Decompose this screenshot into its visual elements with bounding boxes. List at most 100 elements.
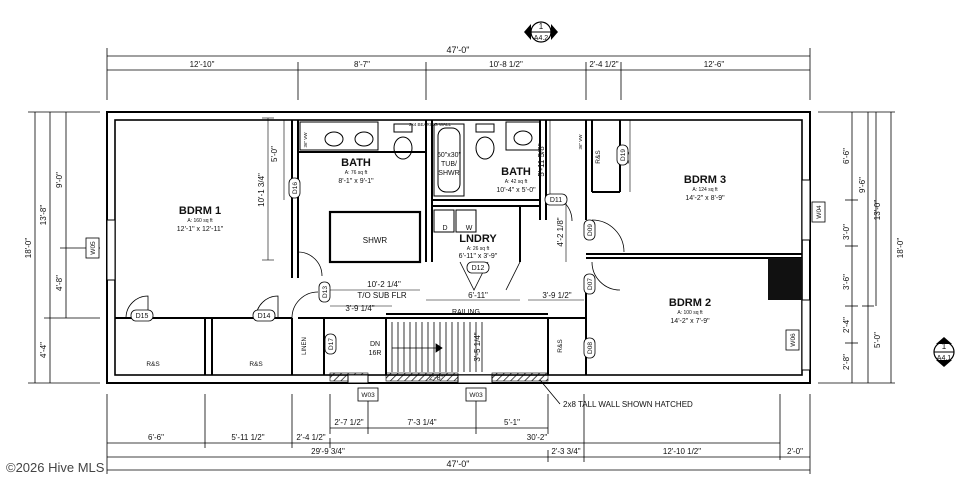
bath1-fixtures	[299, 121, 422, 264]
dim-bottom-row3: 2'-0"	[787, 447, 803, 456]
dim-right-mid: 9'-6"	[858, 177, 867, 193]
stair-down-label: DN	[370, 341, 380, 348]
dim-top-seg: 10'-8 1/2"	[489, 60, 523, 69]
door-tag: D13	[318, 281, 331, 303]
dim-left-mid: 4'-4"	[39, 342, 48, 358]
dim-right-inner: 2'-4"	[842, 317, 851, 333]
window-tag: W04	[811, 201, 826, 223]
stair-risers-label: 16R	[369, 350, 382, 357]
callout-text: 2x8 TALL WALL SHOWN HATCHED	[563, 400, 693, 409]
watermark: ©2026 Hive MLS	[6, 460, 105, 475]
dim-hall-horizontal: 10'-2 1/4"	[367, 280, 401, 289]
svg-text:D15: D15	[136, 313, 149, 320]
room-lndry: LNDRY A: 26 sq ft 6'-11" x 3'-9"	[459, 233, 498, 260]
svg-text:D17: D17	[328, 338, 335, 350]
room-name: LNDRY	[459, 233, 497, 245]
dim-bottom-row2: 30'-2"	[527, 433, 548, 442]
room-bdrm2: BDRM 2 A: 100 sq ft 14'-2" x 7'-9"	[669, 297, 711, 325]
door-tag: D12	[466, 261, 490, 274]
dim-bottom-overall: 47'-0"	[447, 459, 470, 469]
dimension-bottom	[106, 394, 811, 474]
dim-right-inner: 2'-8"	[842, 354, 851, 370]
dim-bdrm1-vertical: 10'-1 3/4"	[257, 173, 266, 207]
svg-text:D14: D14	[258, 313, 271, 320]
dim-closet-vertical: 5'-11 5/8"	[537, 143, 546, 176]
room-size: 14'-2" x 8'-9"	[685, 195, 725, 202]
svg-text:W04: W04	[816, 205, 823, 219]
svg-text:D12: D12	[472, 265, 485, 272]
room-size: 6'-11" x 3'-9"	[459, 253, 498, 260]
staircase	[391, 322, 483, 372]
tub-label-3: SHWR	[438, 170, 459, 177]
dim-stair-vertical: 3'-5 1/4"	[473, 332, 482, 361]
door-tag: D17	[324, 333, 337, 355]
door-tag: D08	[583, 337, 596, 359]
rs-label: R&S	[146, 361, 160, 368]
dim-bottom-row3: 12'-10 1/2"	[663, 447, 701, 456]
vanity-label: 36" VW	[303, 132, 308, 148]
door-tag: D07	[583, 273, 596, 295]
svg-text:W03: W03	[469, 392, 483, 399]
room-name: BDRM 2	[669, 297, 711, 309]
rs-label: R&S	[249, 361, 263, 368]
door-tag: D11	[544, 193, 568, 206]
svg-text:D13: D13	[322, 286, 329, 298]
room-area: A: 76 sq ft	[345, 170, 368, 176]
room-name: BATH	[341, 157, 371, 169]
dim-stair-horizontal: 3'-9 1/4"	[345, 304, 374, 313]
room-area: A: 124 sq ft	[692, 187, 718, 193]
window-tag: W05	[85, 237, 100, 259]
svg-text:D16: D16	[292, 182, 299, 194]
room-name: BDRM 3	[684, 174, 726, 186]
room-bath1: BATH A: 76 sq ft 8'-1" x 9'-1"	[338, 157, 374, 185]
window-tags: W05 W04 W06 W03 W03	[85, 201, 826, 402]
dim-right-mid: 5'-0"	[873, 332, 882, 348]
door-tags: D15 D14 D16 D13 D17 D12 D11 D09	[130, 144, 629, 359]
dim-bottom-row2: 2'-4 1/2"	[296, 433, 325, 442]
dim-bottom-row1: 2'-7 1/2"	[334, 418, 363, 427]
door-tag: D19	[616, 144, 629, 166]
section-right-sheet: A4.1	[937, 355, 952, 362]
dim-top-overall: 47'-0"	[447, 45, 470, 55]
dim-bottom-row1: 7'-3 1/4"	[407, 418, 436, 427]
dim-left-inner: 9'-0"	[55, 172, 64, 188]
room-area: A: 26 sq ft	[467, 246, 490, 252]
dim-bottom-row2: 5'-11 1/2"	[231, 433, 264, 442]
door-tag: D09	[583, 219, 596, 241]
dim-laundry-horizontal: 6'-11"	[468, 291, 488, 300]
dim-hall-vertical: 4'-2 1/8"	[556, 217, 565, 246]
tub-label-2: TUB/	[441, 161, 457, 168]
svg-text:D08: D08	[587, 342, 594, 354]
dim-bottom-row3: 29'-9 3/4"	[311, 447, 345, 456]
dim-right-inner: 3'-6"	[842, 274, 851, 290]
dim-top-seg: 12'-6"	[704, 60, 725, 69]
room-size: 10'-4" x 5'-0"	[496, 187, 536, 194]
room-bdrm3: BDRM 3 A: 124 sq ft 14'-2" x 8'-9"	[684, 174, 726, 202]
shower-label: SHWR	[363, 236, 388, 245]
hatched-wall-callout: 2x8 TALL WALL SHOWN HATCHED	[539, 379, 693, 409]
svg-text:W05: W05	[90, 241, 97, 255]
bearing-wall-label: 2x4 BEARING WALL	[409, 122, 452, 127]
section-top-sheet: A4.2	[534, 35, 549, 42]
svg-text:D19: D19	[620, 149, 627, 161]
dim-closet-horizontal: 3'-9 1/2"	[542, 291, 571, 300]
dim-bottom-row2: 6'-6"	[148, 433, 164, 442]
room-area: A: 160 sq ft	[187, 218, 213, 224]
room-size: 12'-1" x 12'-11"	[177, 226, 224, 233]
windows	[106, 179, 811, 384]
dim-bath-vertical: 5'-0"	[270, 146, 279, 162]
room-area: A: 42 sq ft	[505, 179, 528, 185]
section-right-number: 1	[942, 342, 947, 351]
linen-label: LINEN	[302, 337, 308, 355]
railing-label: RAILING	[452, 309, 480, 316]
section-top-number: 1	[539, 22, 544, 31]
section-marker-top: 1 A4.2	[524, 21, 558, 43]
dim-stair-width: 2'-8"	[429, 375, 443, 382]
laundry-fixtures	[433, 209, 477, 233]
door-tag: D15	[130, 309, 154, 322]
room-area: A: 100 sq ft	[677, 310, 703, 316]
dimension-top	[106, 48, 811, 100]
window-tag: W03	[357, 387, 379, 402]
dim-left-inner: 4'-8"	[55, 275, 64, 291]
